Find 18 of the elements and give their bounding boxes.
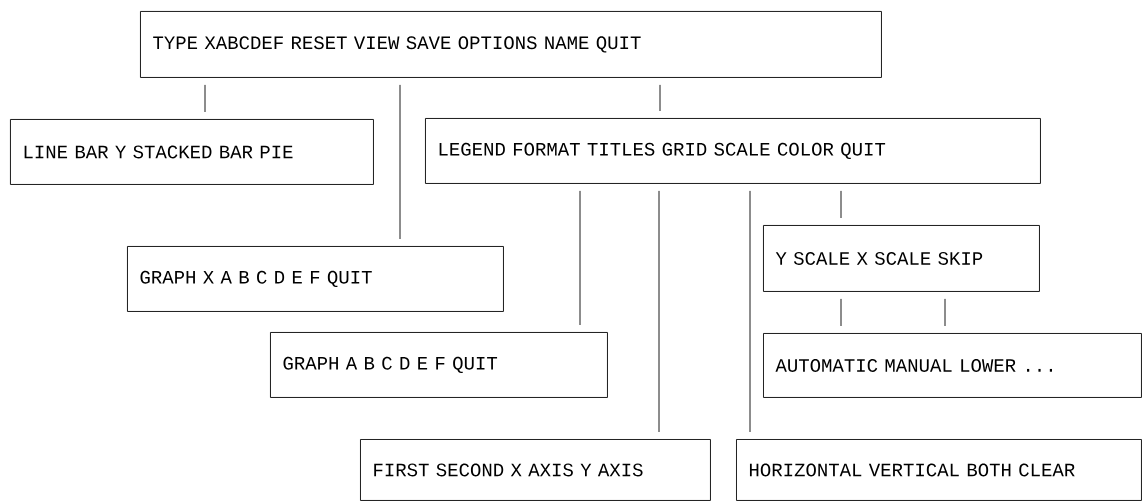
menu-box: HORIZONTAL VERTICAL BOTH CLEAR [736, 439, 1142, 501]
connector-line [399, 84, 401, 240]
connector-line [659, 84, 661, 112]
connector-line [944, 298, 946, 327]
menu-box: LEGEND FORMAT TITLES GRID SCALE COLOR QUIT [425, 118, 1041, 184]
connector-line [658, 190, 660, 433]
connector-line [840, 190, 842, 219]
connector-line [579, 190, 581, 326]
menu-box: GRAPH X A B C D E F QUIT [127, 246, 504, 312]
connector-line [749, 190, 751, 433]
menu-box: LINE BAR Y STACKED BAR PIE [10, 119, 374, 185]
menu-box: AUTOMATIC MANUAL LOWER ... [763, 333, 1142, 398]
menu-box: FIRST SECOND X AXIS Y AXIS [360, 439, 711, 501]
menu-box: TYPE XABCDEF RESET VIEW SAVE OPTIONS NAME QUIT [140, 11, 882, 78]
connector-line [840, 298, 842, 327]
menu-box: GRAPH A B C D E F QUIT [270, 332, 608, 398]
connector-line [204, 84, 206, 113]
menu-box: Y SCALE X SCALE SKIP [763, 225, 1040, 292]
